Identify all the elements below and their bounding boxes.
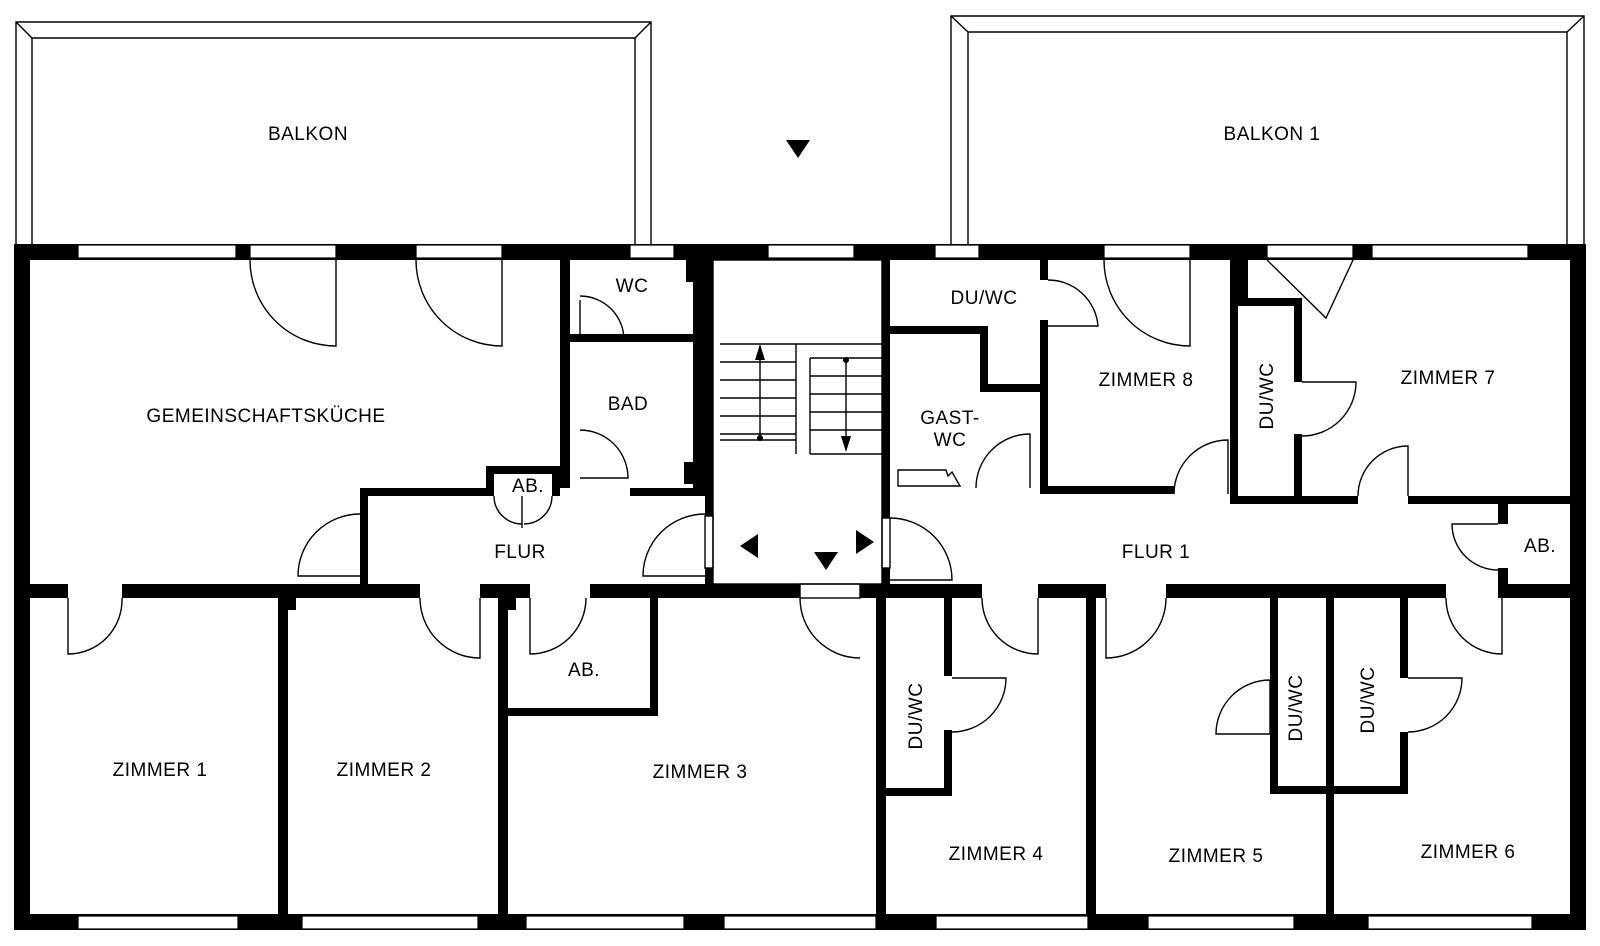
label-zimmer-8: ZIMMER 8 <box>1099 370 1194 391</box>
label-gast-wc: WC <box>934 430 967 451</box>
label-zimmer-5: ZIMMER 5 <box>1169 846 1264 867</box>
entrance-arrow-top <box>786 140 810 158</box>
stair-doors <box>704 515 891 599</box>
label-flur: FLUR <box>494 542 546 563</box>
entrance-arrow-left <box>740 534 758 558</box>
label-zimmer-4: ZIMMER 4 <box>949 844 1044 865</box>
label-zimmer-3: ZIMMER 3 <box>653 762 748 783</box>
label-du-wc-z7: DU/WC <box>1257 363 1278 430</box>
label-gast: GAST- <box>920 408 980 429</box>
balcony-left <box>15 21 652 246</box>
room-labels: BALKON BALKON 1 GEMEINSCHAFTSKÜCHE WC BA… <box>113 124 1556 867</box>
entrance-arrow-down <box>814 552 838 570</box>
balcony-right <box>950 15 1585 246</box>
direction-markers <box>740 140 874 570</box>
label-du-wc-z6: DU/WC <box>1358 667 1379 734</box>
label-zimmer-6: ZIMMER 6 <box>1421 842 1516 863</box>
label-ab-right: AB. <box>1524 536 1556 557</box>
label-du-wc-z4: DU/WC <box>906 683 927 750</box>
windows-bottom <box>77 915 1533 930</box>
label-du-wc-top: DU/WC <box>951 288 1018 309</box>
label-wc: WC <box>616 276 649 297</box>
label-zimmer-1: ZIMMER 1 <box>113 760 208 781</box>
entrance-arrow-right <box>856 530 874 554</box>
label-du-wc-z5: DU/WC <box>1286 675 1307 742</box>
label-flur-1: FLUR 1 <box>1122 542 1190 563</box>
label-bad: BAD <box>608 394 649 415</box>
staircase <box>712 259 883 585</box>
doors <box>67 259 1503 735</box>
label-balkon: BALKON <box>268 124 348 145</box>
label-ab-lower: AB. <box>568 660 600 681</box>
label-ab-flur: AB. <box>512 476 544 497</box>
windows-top <box>77 244 1529 259</box>
label-balkon-1: BALKON 1 <box>1224 124 1321 145</box>
label-zimmer-2: ZIMMER 2 <box>337 760 432 781</box>
label-zimmer-7: ZIMMER 7 <box>1401 368 1496 389</box>
label-gemeinschaftskueche: GEMEINSCHAFTSKÜCHE <box>146 406 385 427</box>
interior-walls <box>30 260 1570 914</box>
